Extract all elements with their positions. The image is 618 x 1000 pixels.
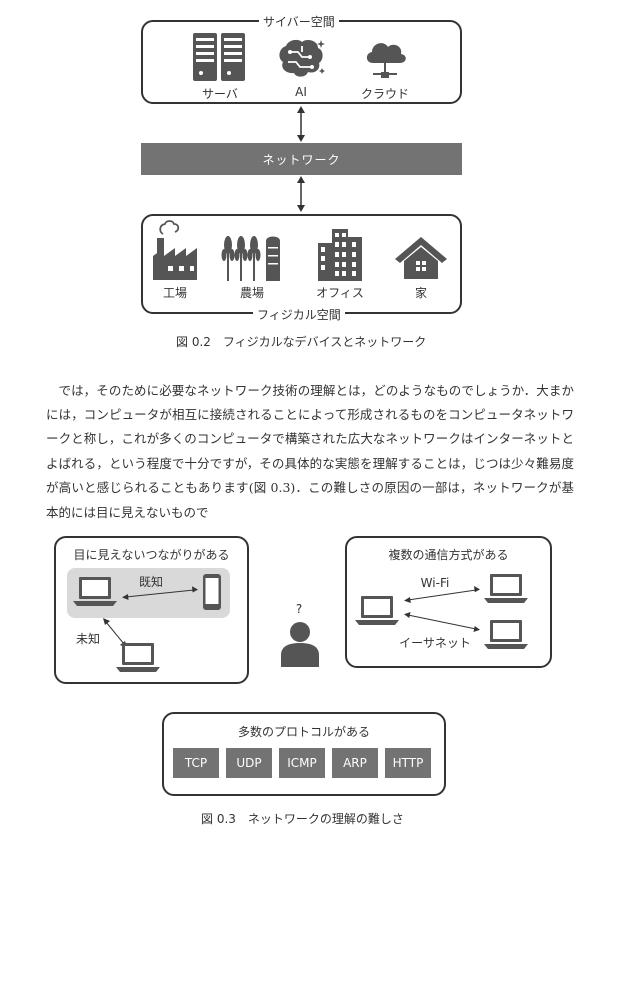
physical-item-label: 工場 — [162, 286, 187, 300]
factory-icon — [153, 220, 197, 280]
double-arrow-icon — [297, 176, 305, 212]
laptop-icon — [116, 643, 160, 672]
person-icon — [281, 622, 319, 667]
double-arrow-icon — [297, 106, 305, 142]
cloud-icon — [366, 43, 406, 78]
wifi-label: Wi-Fi — [420, 576, 450, 590]
network-bar: ネットワーク — [141, 143, 462, 175]
physical-space-label: フィジカル空間 — [253, 306, 345, 323]
bidirectional-arrow-icon — [404, 612, 480, 632]
ai-brain-icon — [279, 39, 325, 77]
laptop-icon — [484, 620, 528, 649]
laptop-icon — [355, 596, 399, 625]
protocol-arp: ARP — [332, 748, 378, 778]
known-label: 既知 — [138, 575, 163, 589]
cyber-item-label: クラウド — [360, 87, 409, 101]
protocol-udp: UDP — [226, 748, 272, 778]
ethernet-label: イーサネット — [399, 636, 471, 650]
figure-caption: 図 0.3 ネットワークの理解の難しさ — [201, 812, 404, 826]
physical-item-label: 農場 — [239, 286, 264, 300]
figure-caption: 図 0.2 フィジカルなデバイスとネットワーク — [176, 335, 427, 349]
question-mark: ? — [295, 602, 303, 616]
cyber-space-label: サイバー空間 — [259, 13, 339, 30]
protocol-icmp: ICMP — [279, 748, 325, 778]
house-icon — [395, 237, 447, 279]
body-paragraph: では，そのために必要なネットワーク技術の理解とは，どのようなものでしょうか．大ま… — [46, 382, 574, 520]
box-title: 目に見えないつながりがある — [73, 548, 230, 562]
smartphone-icon — [203, 574, 221, 610]
box-title: 複数の通信方式がある — [388, 548, 509, 562]
physical-item-label: 家 — [414, 286, 427, 300]
laptop-icon — [73, 577, 117, 606]
bidirectional-arrow-icon — [404, 586, 480, 603]
server-icon — [193, 33, 245, 81]
cyber-item-label: AI — [295, 85, 307, 99]
bidirectional-arrow-icon — [122, 586, 198, 600]
office-building-icon — [318, 229, 362, 281]
cyber-item-label: サーバ — [202, 87, 238, 101]
physical-item-label: オフィス — [316, 286, 364, 300]
box-title: 多数のプロトコルがある — [237, 725, 370, 739]
protocol-http: HTTP — [385, 748, 431, 778]
unknown-label: 未知 — [75, 632, 100, 646]
laptop-icon — [484, 574, 528, 603]
protocol-tcp: TCP — [173, 748, 219, 778]
farm-icon — [221, 236, 280, 281]
